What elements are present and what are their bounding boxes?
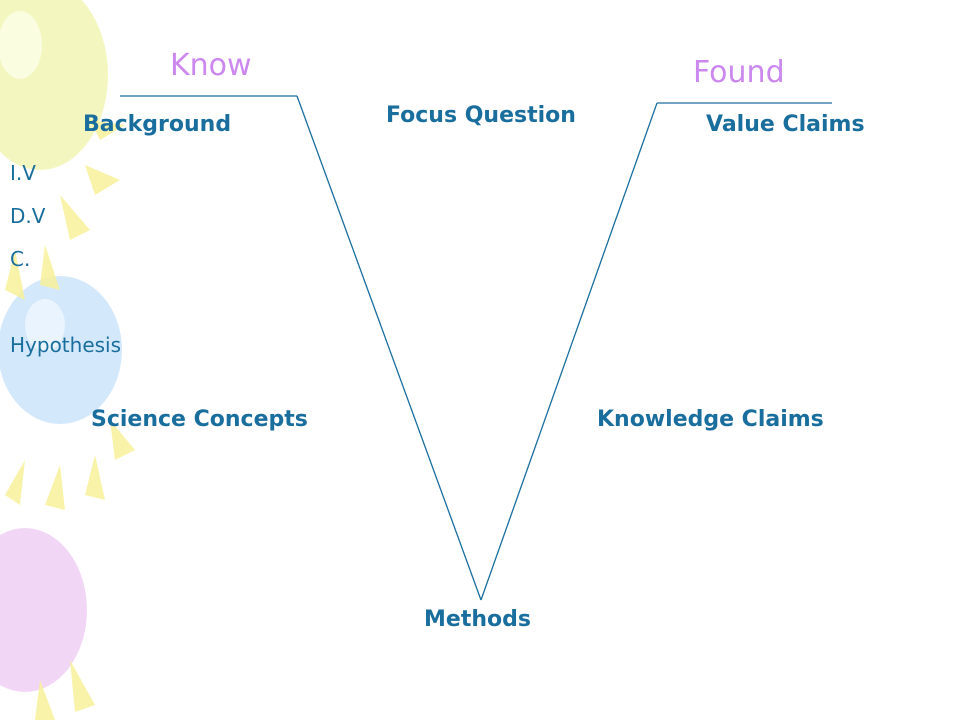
variable-dv: D.V — [10, 204, 46, 228]
blue-balloon-highlight — [25, 299, 65, 351]
background-label: Background — [83, 112, 232, 137]
value-claims-label: Value Claims — [706, 112, 865, 137]
variable-iv: I.V — [10, 161, 36, 185]
methods-label: Methods — [424, 607, 531, 632]
yellow-balloon-highlight — [0, 11, 42, 79]
found-heading: Found — [693, 55, 785, 90]
hypothesis-label: Hypothesis — [10, 333, 122, 357]
know-heading: Know — [170, 48, 252, 83]
sun-rays — [5, 120, 135, 720]
science-concepts-label: Science Concepts — [91, 407, 308, 432]
knowledge-claims-label: Knowledge Claims — [597, 407, 824, 432]
left-arm-line — [296, 95, 482, 601]
variable-c: C. — [10, 247, 31, 271]
purple-balloon — [0, 528, 87, 692]
focus-question-label: Focus Question — [386, 103, 576, 128]
right-arm-line — [480, 102, 658, 601]
